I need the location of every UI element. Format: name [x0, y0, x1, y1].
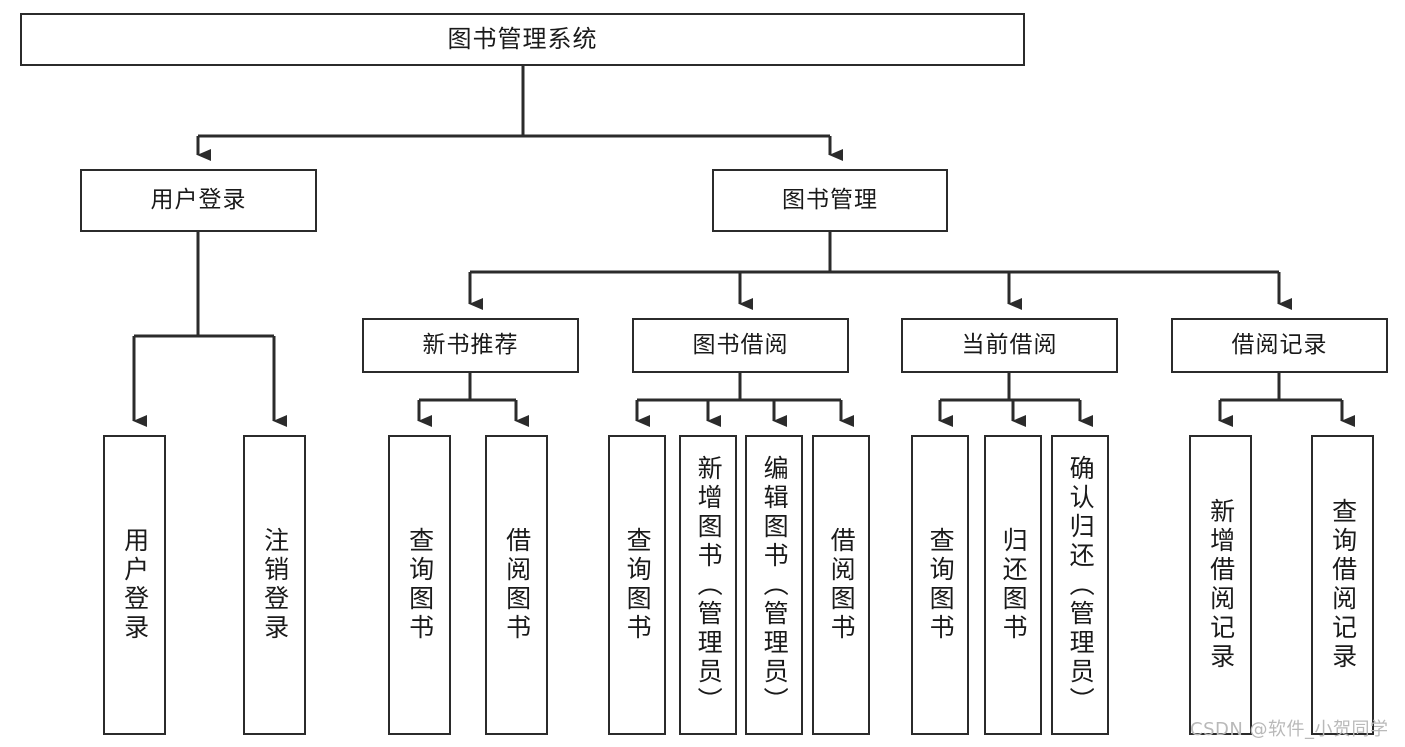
leaf-edit-book[interactable]: 编辑图书（管理员）: [745, 435, 803, 735]
leaf-query-book-1-label: 查询图书: [405, 527, 435, 643]
csdn-watermark: CSDN @软件_小贺同学: [1190, 719, 1389, 740]
node-new-book-rec[interactable]: 新书推荐: [362, 318, 579, 373]
leaf-borrow-book-2-label: 借阅图书: [827, 527, 857, 643]
leaf-query-record[interactable]: 查询借阅记录: [1311, 435, 1374, 735]
leaf-add-record[interactable]: 新增借阅记录: [1189, 435, 1252, 735]
leaf-query-book-3[interactable]: 查询图书: [911, 435, 969, 735]
leaf-borrow-book-1-label: 借阅图书: [502, 527, 532, 643]
leaf-borrow-book-2[interactable]: 借阅图书: [812, 435, 870, 735]
node-borrow-record[interactable]: 借阅记录: [1171, 318, 1388, 373]
leaf-logout-label: 注销登录: [260, 527, 290, 643]
node-current-borrow-label: 当前借阅: [961, 331, 1058, 358]
leaf-query-book-2-label: 查询图书: [623, 527, 653, 643]
leaf-query-book-2[interactable]: 查询图书: [608, 435, 666, 735]
node-book-manage[interactable]: 图书管理: [712, 169, 948, 232]
leaf-confirm-return-label: 确认归还（管理员）: [1066, 454, 1096, 716]
leaf-query-book-1[interactable]: 查询图书: [388, 435, 451, 735]
leaf-add-book[interactable]: 新增图书（管理员）: [679, 435, 737, 735]
node-book-manage-label: 图书管理: [782, 186, 878, 213]
node-new-book-rec-label: 新书推荐: [422, 331, 519, 358]
node-root-label: 图书管理系统: [447, 25, 598, 54]
node-user-login-label: 用户登录: [150, 186, 247, 213]
node-user-login[interactable]: 用户登录: [80, 169, 317, 232]
node-book-borrow[interactable]: 图书借阅: [632, 318, 849, 373]
leaf-user-login-label: 用户登录: [120, 527, 150, 643]
leaf-query-book-3-label: 查询图书: [926, 527, 956, 643]
node-current-borrow[interactable]: 当前借阅: [901, 318, 1118, 373]
leaf-query-record-label: 查询借阅记录: [1328, 498, 1358, 672]
leaf-return-book[interactable]: 归还图书: [984, 435, 1042, 735]
node-root[interactable]: 图书管理系统: [20, 13, 1025, 66]
leaf-edit-book-label: 编辑图书（管理员）: [760, 454, 790, 716]
leaf-user-login[interactable]: 用户登录: [103, 435, 166, 735]
leaf-add-book-label: 新增图书（管理员）: [694, 454, 724, 716]
leaf-add-record-label: 新增借阅记录: [1206, 498, 1236, 672]
node-book-borrow-label: 图书借阅: [692, 331, 789, 358]
leaf-return-book-label: 归还图书: [999, 527, 1029, 643]
leaf-confirm-return[interactable]: 确认归还（管理员）: [1051, 435, 1109, 735]
leaf-logout[interactable]: 注销登录: [243, 435, 306, 735]
node-borrow-record-label: 借阅记录: [1231, 331, 1328, 358]
leaf-borrow-book-1[interactable]: 借阅图书: [485, 435, 548, 735]
